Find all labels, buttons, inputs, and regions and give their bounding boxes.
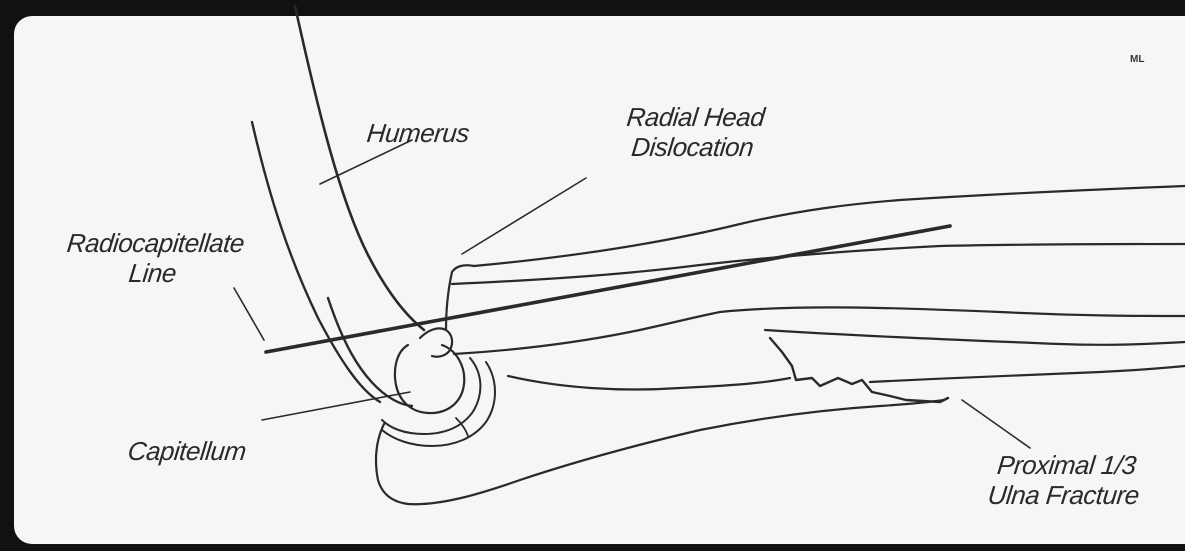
olecranon-contour <box>376 400 944 504</box>
label-radiocap-line2: Line <box>21 258 284 288</box>
radial-head-leader <box>462 178 586 254</box>
label-radial-head-dislocation: Radial Head Dislocation <box>591 102 797 162</box>
label-ulna-fracture: Proximal 1/3 Ulna Fracture <box>957 450 1173 510</box>
radial-head-neck <box>446 265 474 330</box>
ulna-mid-contour <box>508 376 790 390</box>
label-radiocap-line1: Radiocapitellate <box>24 228 287 258</box>
radial-head <box>420 328 452 356</box>
label-ulna-line1: Proximal 1/3 <box>960 450 1173 480</box>
trochlea-arc-inner <box>382 358 480 434</box>
ulna-upper-contour <box>454 307 1185 354</box>
ulna-distal-upper <box>765 330 1185 345</box>
radiocapitellate-line <box>266 226 950 352</box>
label-radiocapitellate-line: Radiocapitellate Line <box>21 228 287 288</box>
label-ulna-line2: Ulna Fracture <box>957 480 1170 510</box>
capitellum <box>395 345 464 413</box>
corner-mark: ML <box>1130 54 1144 65</box>
ulna-fracture-leader <box>962 400 1030 448</box>
label-capitellum: Capitellum <box>126 436 247 466</box>
label-humerus: Humerus <box>365 118 470 148</box>
humerus-outline <box>295 6 424 330</box>
radiocap-leader <box>234 288 264 340</box>
ulna-distal-lower <box>870 366 1185 382</box>
label-radial-head-line1: Radial Head <box>594 102 797 132</box>
label-radial-head-line2: Dislocation <box>591 132 794 162</box>
capitellum-leader <box>262 392 410 420</box>
ulna-fracture-line <box>770 338 948 402</box>
